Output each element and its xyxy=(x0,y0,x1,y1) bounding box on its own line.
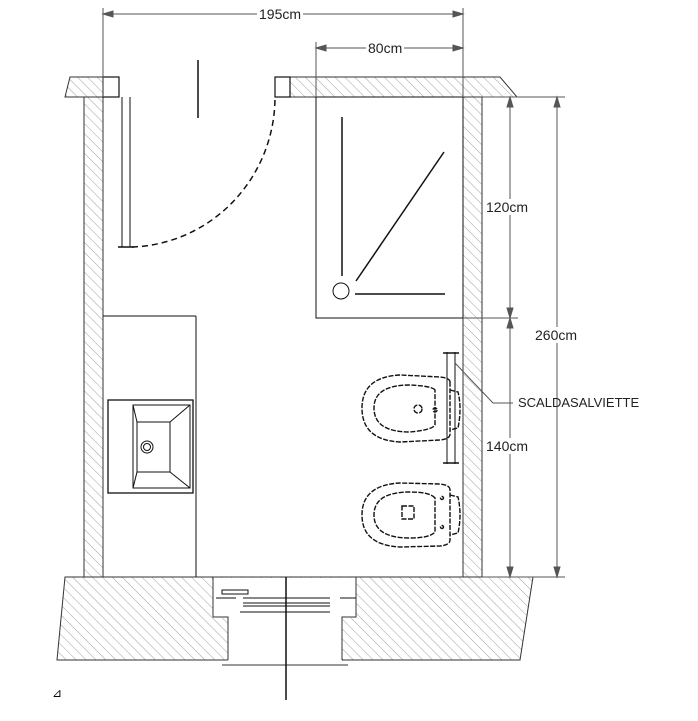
dim-total-length: 260cm xyxy=(533,327,580,343)
door xyxy=(102,76,291,248)
top-wall-left xyxy=(64,76,104,98)
bidet xyxy=(361,374,461,443)
dim-wc-zone: 140cm xyxy=(484,438,531,454)
dimension-lines xyxy=(101,8,565,579)
left-wall xyxy=(83,96,104,578)
dim-shower-depth: 120cm xyxy=(484,199,531,215)
window-reveal xyxy=(228,617,342,661)
shower xyxy=(315,96,464,319)
shower-drain-icon xyxy=(332,282,350,300)
walls xyxy=(56,76,534,666)
door-swing-arc xyxy=(131,96,276,248)
towel-warmer xyxy=(443,352,459,464)
dim-shower-width: 80cm xyxy=(366,40,405,56)
north-mark-icon: ⊿ xyxy=(52,686,62,700)
towel-warmer-leader xyxy=(454,362,513,404)
right-wall xyxy=(462,96,483,578)
vanity-sink xyxy=(103,315,197,577)
towel-warmer-label: SCALDASALVIETTE xyxy=(518,395,640,410)
top-wall-right xyxy=(289,76,519,98)
sink-drain-icon xyxy=(140,440,154,454)
dim-total-width: 195cm xyxy=(257,6,304,22)
toilet xyxy=(361,482,461,548)
